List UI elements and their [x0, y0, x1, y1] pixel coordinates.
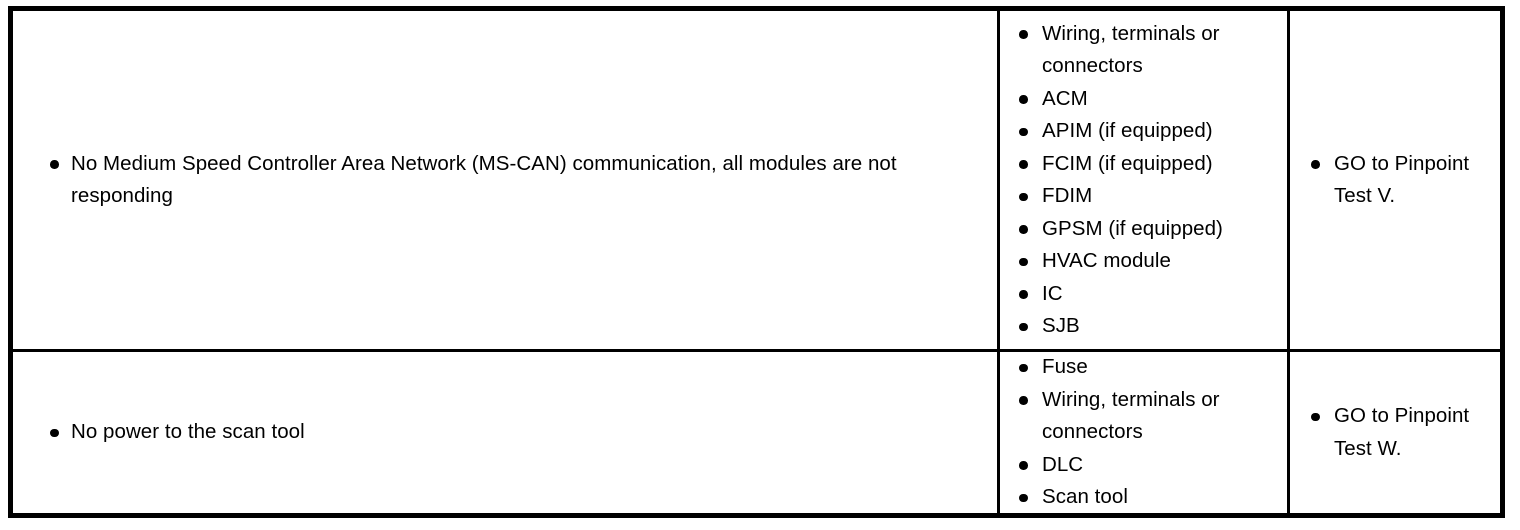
list-item: GO to Pinpoint Test V. [1307, 148, 1491, 213]
list-item: No Medium Speed Controller Area Network … [46, 148, 983, 213]
diagnostic-symptom-table: No Medium Speed Controller Area Network … [8, 6, 1505, 518]
list-item: ACM [1015, 83, 1281, 116]
list-item: IC [1015, 278, 1281, 311]
list-item: Scan tool [1015, 481, 1281, 513]
list-item: GPSM (if equipped) [1015, 213, 1281, 246]
table-body: No Medium Speed Controller Area Network … [13, 11, 1500, 513]
possible-sources-list: Wiring, terminals or connectors ACM APIM… [1000, 18, 1287, 343]
possible-sources-cell: Wiring, terminals or connectors ACM APIM… [997, 11, 1287, 349]
list-item: DLC [1015, 449, 1281, 482]
list-item: APIM (if equipped) [1015, 115, 1281, 148]
condition-list: No Medium Speed Controller Area Network … [13, 148, 997, 213]
action-cell: GO to Pinpoint Test W. [1287, 352, 1497, 513]
condition-list: No power to the scan tool [13, 416, 997, 449]
table-row: No power to the scan tool Fuse Wiring, t… [13, 349, 1500, 513]
list-item: No power to the scan tool [46, 416, 983, 449]
list-item: HVAC module [1015, 245, 1281, 278]
condition-cell: No power to the scan tool [13, 352, 997, 513]
table-row: No Medium Speed Controller Area Network … [13, 11, 1500, 349]
list-item: GO to Pinpoint Test W. [1307, 400, 1491, 465]
list-item: Wiring, terminals or connectors [1015, 18, 1281, 83]
action-list: GO to Pinpoint Test W. [1290, 400, 1497, 465]
action-list: GO to Pinpoint Test V. [1290, 148, 1497, 213]
list-item: Wiring, terminals or connectors [1015, 384, 1281, 449]
action-cell: GO to Pinpoint Test V. [1287, 11, 1497, 349]
list-item: Fuse [1015, 352, 1281, 384]
possible-sources-list: Fuse Wiring, terminals or connectors DLC… [1000, 352, 1287, 513]
possible-sources-cell: Fuse Wiring, terminals or connectors DLC… [997, 352, 1287, 513]
condition-cell: No Medium Speed Controller Area Network … [13, 11, 997, 349]
list-item: FDIM [1015, 180, 1281, 213]
list-item: FCIM (if equipped) [1015, 148, 1281, 181]
list-item: SJB [1015, 310, 1281, 343]
